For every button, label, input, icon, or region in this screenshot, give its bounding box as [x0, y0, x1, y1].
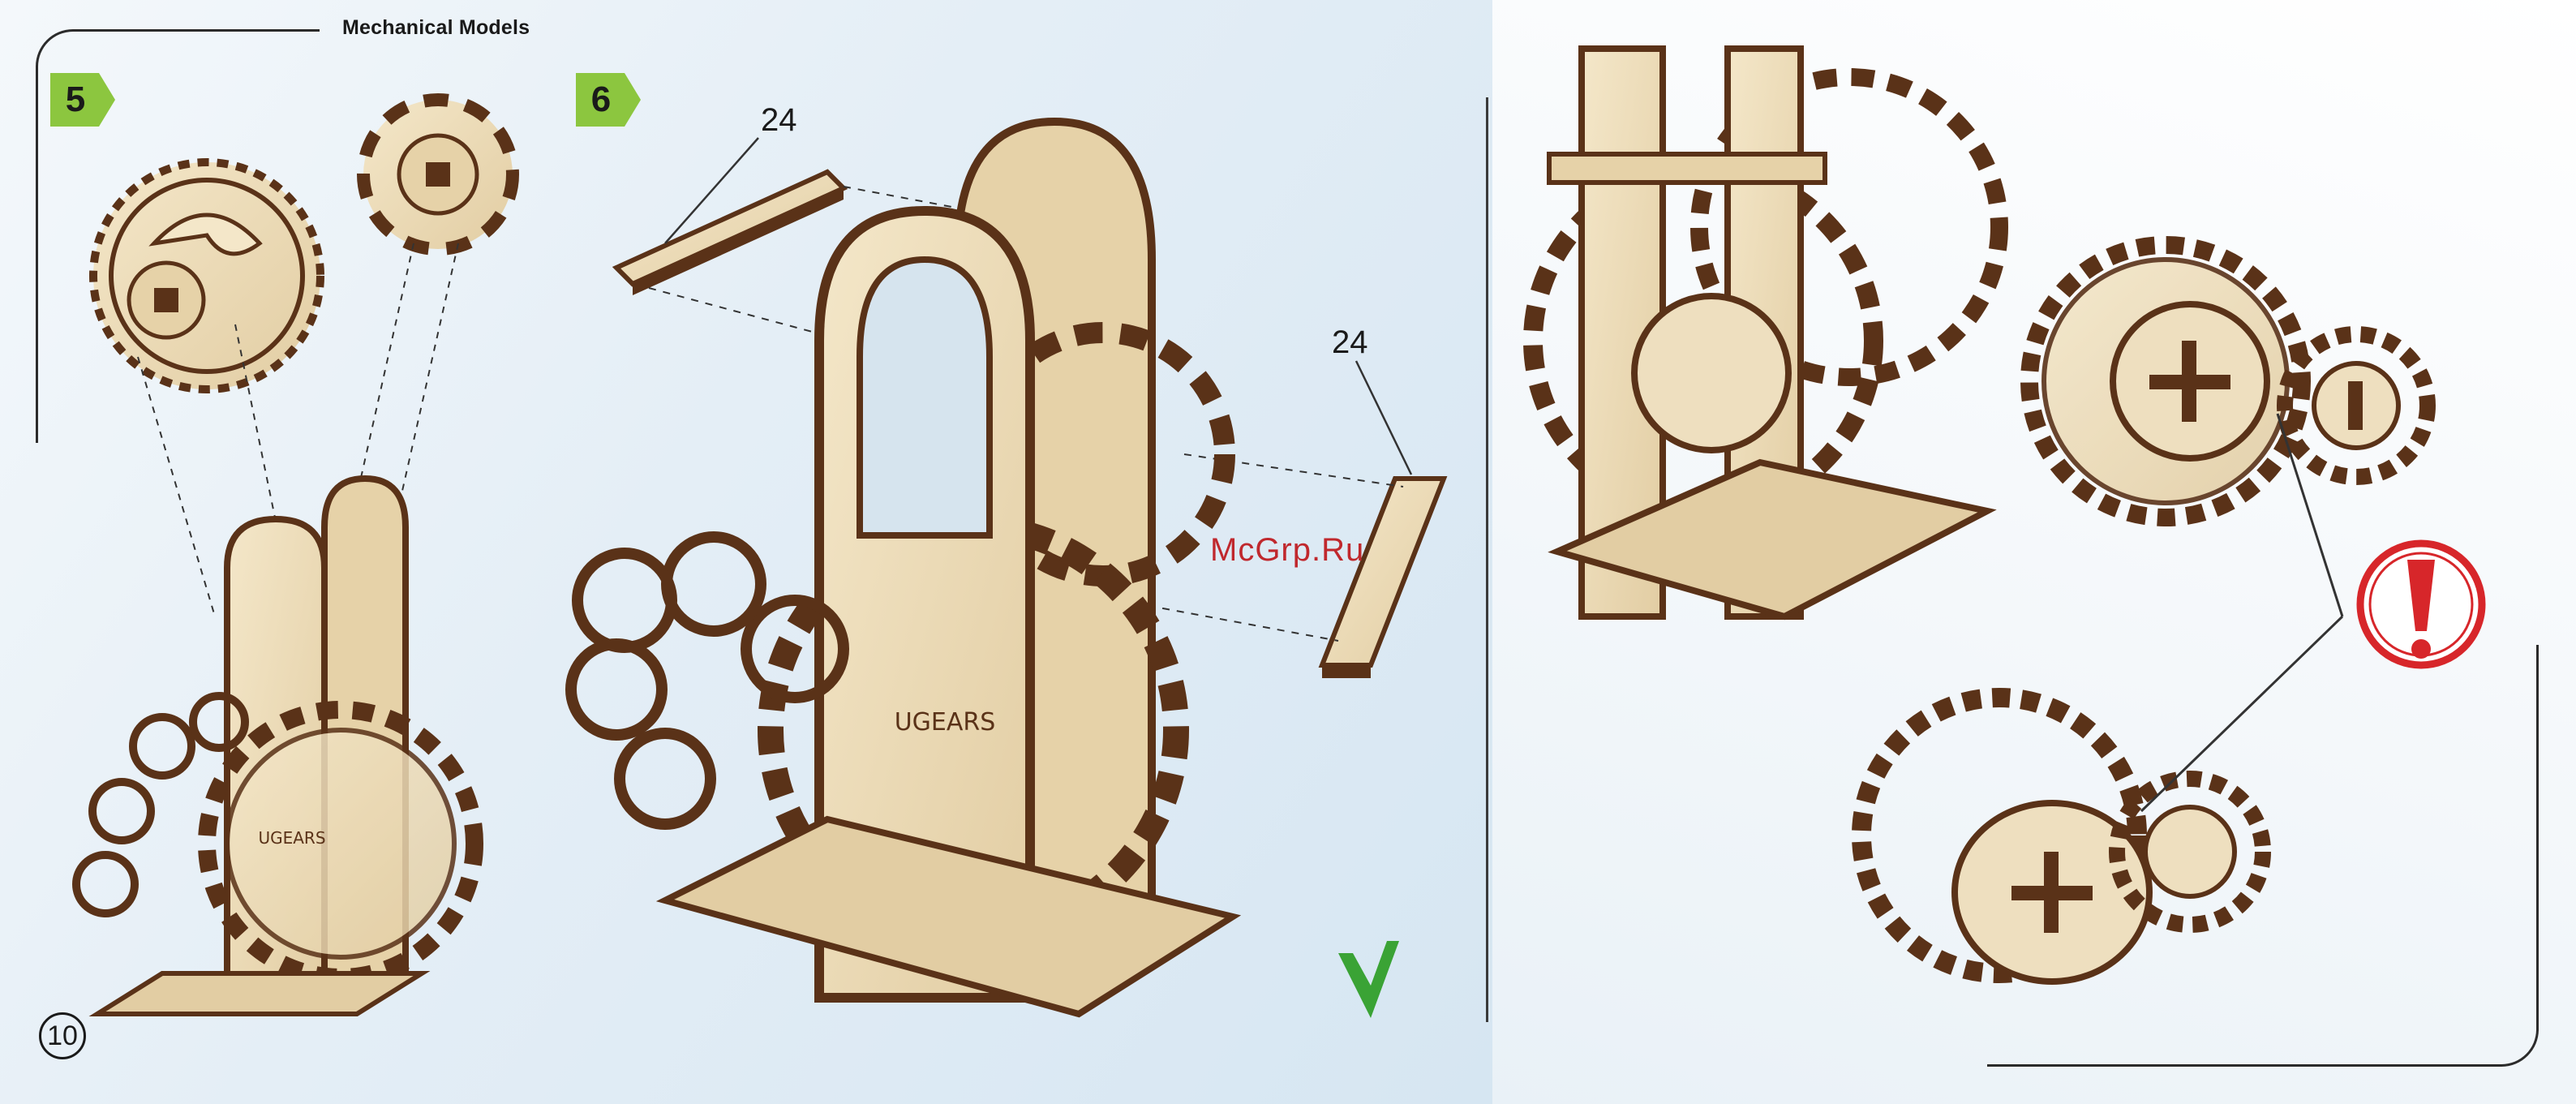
- step-number: 5: [50, 73, 101, 127]
- step5-assembled-model: UGEARS: [76, 479, 474, 1014]
- step6-part-24-right: [1322, 479, 1444, 678]
- step-number: 6: [576, 73, 626, 127]
- part-callout-top: 24: [761, 102, 797, 139]
- svg-text:UGEARS: UGEARS: [895, 708, 996, 737]
- page-number: 10: [39, 1012, 86, 1059]
- watermark-text: McGrp.Ru: [1210, 532, 1364, 569]
- gear-detail-bottom: [1861, 698, 2263, 982]
- step5-large-gear: [93, 162, 320, 389]
- exclamation-warning-icon: [2360, 543, 2482, 665]
- svg-text:UGEARS: UGEARS: [258, 828, 325, 848]
- gear-detail-top: [2029, 245, 2428, 518]
- step-6-badge: 6: [576, 73, 641, 127]
- step6-part-24-top: [616, 172, 844, 295]
- check-mark-icon: [1338, 941, 1399, 1018]
- part-callout-right: 24: [1332, 324, 1368, 361]
- finished-model-top: [1533, 49, 1999, 616]
- step5-small-gear: [363, 100, 513, 249]
- step-5-badge: 5: [50, 73, 115, 127]
